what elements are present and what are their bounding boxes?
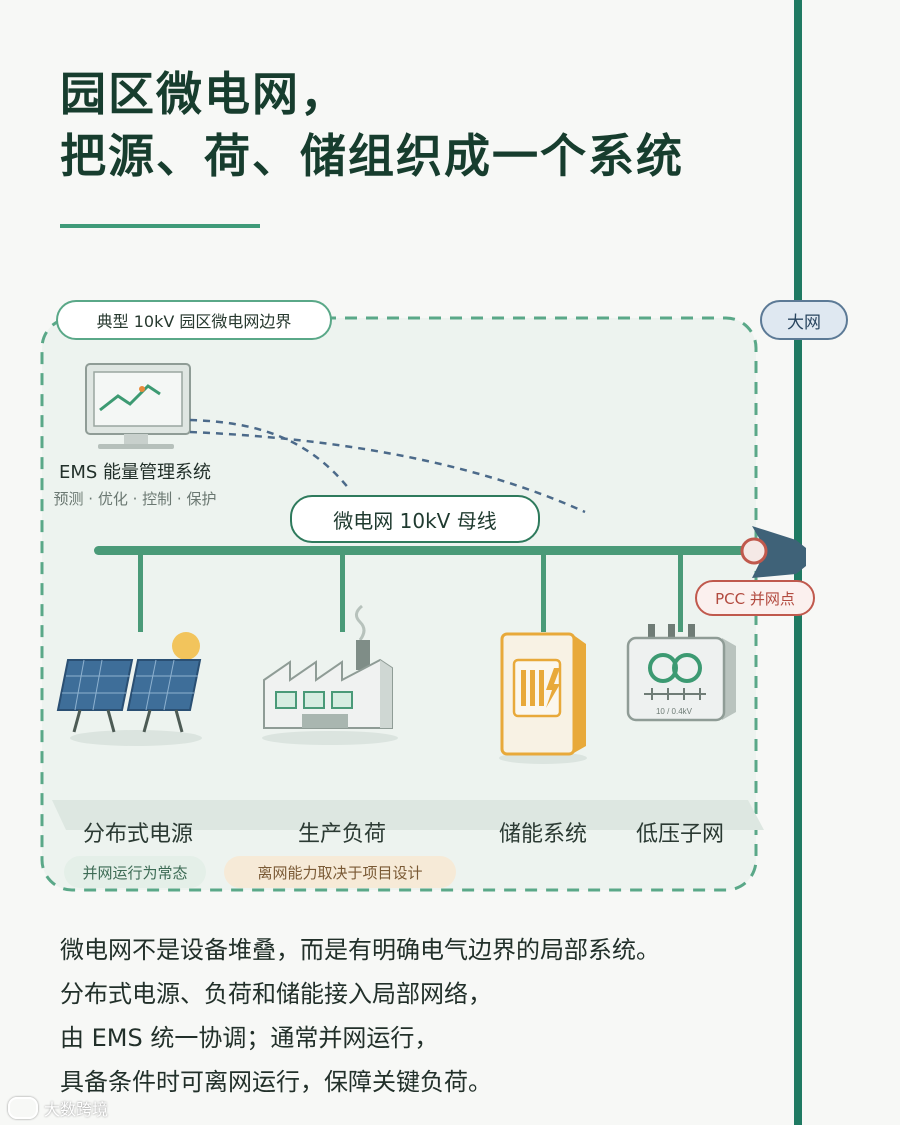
bus-label: 微电网 10kV 母线	[290, 495, 540, 543]
title-underline	[60, 224, 260, 228]
factory-icon	[262, 604, 398, 745]
solar-panel-icon	[56, 632, 202, 746]
ems-name: EMS 能量管理系统	[58, 462, 212, 483]
device-label-load: 生产负荷	[297, 822, 386, 847]
transformer-icon: 10 / 0.4kV	[626, 624, 736, 722]
body-line-4: 具备条件时可离网运行，保障关键负荷。	[60, 1068, 492, 1096]
transformer-rating: 10 / 0.4kV	[656, 707, 693, 716]
ems-functions: 预测 · 优化 · 控制 · 保护	[53, 490, 217, 508]
boundary-label: 典型 10kV 园区微电网边界	[56, 300, 332, 340]
body-line-1: 微电网不是设备堆叠，而是有明确电气边界的局部系统。	[60, 936, 660, 964]
device-label-lv-subnet: 低压子网	[635, 822, 724, 847]
pcc-connector	[740, 526, 806, 578]
page-title-line-1: 园区微电网，	[60, 67, 348, 121]
watermark-text: 大数跨境	[44, 1100, 109, 1119]
main-bus	[94, 546, 754, 555]
device-label-solar: 分布式电源	[82, 822, 193, 847]
feeder-drop-3	[541, 552, 546, 632]
body-line-3: 由 EMS 统一协调；通常并网运行，	[60, 1024, 439, 1052]
tag-islanding: 离网能力取决于项目设计	[224, 856, 456, 888]
control-link-1	[189, 418, 351, 491]
pcc-label: PCC 并网点	[695, 580, 815, 616]
feeder-drop-1	[138, 552, 143, 632]
monitor-icon	[85, 363, 191, 449]
ground-band	[52, 800, 764, 830]
control-link-2	[189, 430, 586, 514]
feeder-drop-4	[678, 552, 683, 632]
body-line-2: 分布式电源、负荷和储能接入局部网络，	[60, 980, 492, 1008]
device-label-storage: 储能系统	[498, 822, 587, 847]
page-title-line-2: 把源、荷、储组织成一个系统	[60, 129, 684, 183]
tag-grid-connected: 并网运行为常态	[64, 856, 206, 888]
watermark: 大数跨境	[8, 1096, 108, 1120]
feeder-drop-2	[340, 552, 345, 632]
watermark-logo-icon	[8, 1097, 38, 1119]
grid-label: 大网	[760, 300, 848, 340]
battery-storage-icon	[499, 632, 587, 764]
